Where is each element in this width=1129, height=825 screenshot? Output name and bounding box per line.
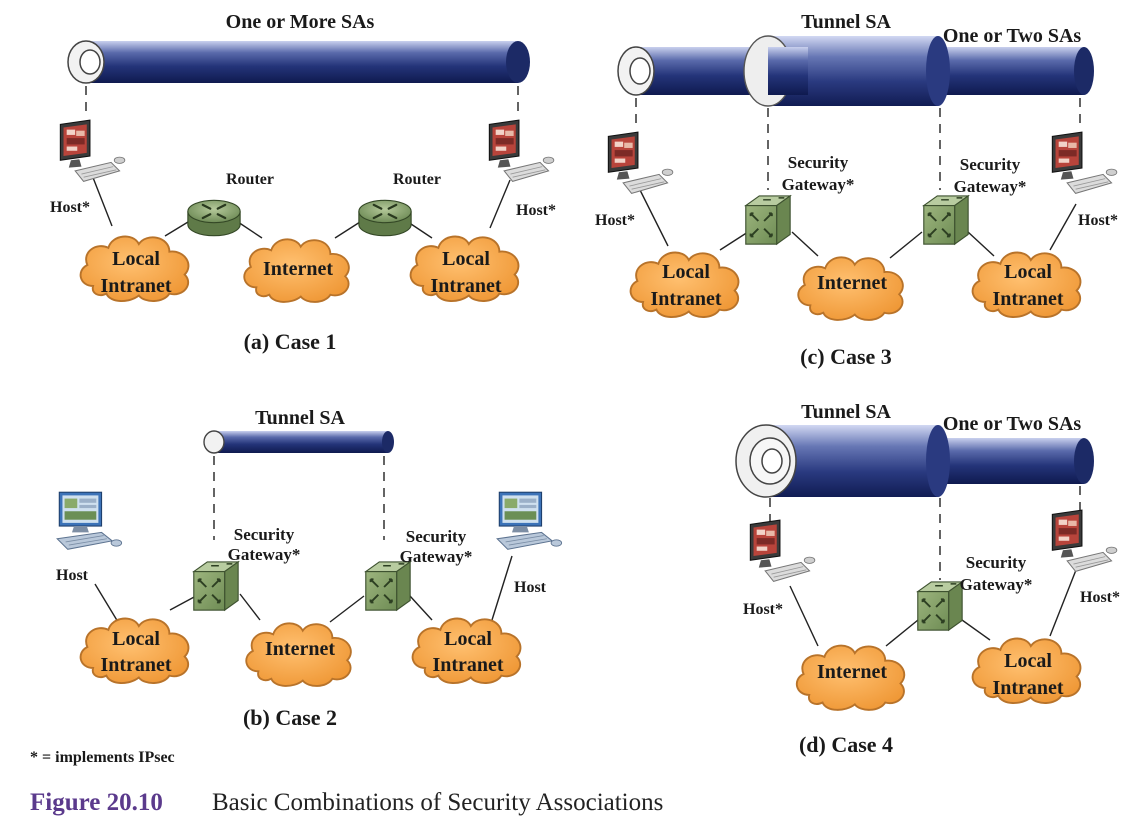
case3-link-gw-right-b bbox=[967, 231, 995, 257]
case1-host-left-label: Host* bbox=[50, 199, 90, 216]
case2-gateway-right-icon bbox=[364, 560, 412, 612]
case1-sa-label: One or More SAs bbox=[226, 11, 375, 33]
case4-caption: (d) Case 4 bbox=[799, 732, 893, 757]
case2-host-right-label: Host bbox=[514, 579, 547, 596]
case4-gateway-line1: Security bbox=[966, 553, 1027, 572]
case3-cloud-left-line2: Intranet bbox=[650, 288, 721, 310]
case4-link-host-right bbox=[1049, 569, 1077, 637]
case1-router-left-icon bbox=[186, 199, 242, 237]
case1-link-host-right bbox=[489, 179, 511, 229]
case2-host-right-icon bbox=[496, 491, 563, 550]
case1-cloud-left-line2: Intranet bbox=[100, 275, 171, 297]
case1-host-right-label: Host* bbox=[516, 202, 556, 219]
case1-caption: (a) Case 1 bbox=[244, 329, 337, 354]
case3-host-right-icon bbox=[1051, 131, 1118, 194]
case2-cloud-left-line2: Intranet bbox=[100, 654, 171, 676]
case3-gateway-left-icon bbox=[744, 194, 792, 246]
footnote: * = implements IPsec bbox=[30, 749, 175, 766]
case4-gateway-line2: Gateway* bbox=[960, 575, 1033, 594]
case1-cloud-left-line1: Local bbox=[112, 248, 160, 270]
case3-host-left-label: Host* bbox=[595, 212, 635, 229]
case2-caption: (b) Case 2 bbox=[243, 705, 337, 730]
case1-link-router-right-b bbox=[407, 221, 433, 239]
case1-cloud-right-line1: Local bbox=[442, 248, 490, 270]
case4-link-gw-b bbox=[961, 619, 991, 641]
case1-router-left-label: Router bbox=[226, 171, 274, 188]
case1-router-right-icon bbox=[357, 199, 413, 237]
case3-group: Tunnel SA One or Two SAs Host* Host* Sec… bbox=[595, 11, 1118, 369]
case2-link-host-right bbox=[491, 555, 513, 621]
case4-sa-inner-label: One or Two SAs bbox=[943, 413, 1082, 435]
case1-cloud-mid-line1: Internet bbox=[263, 258, 333, 280]
case3-gateway-left-line2: Gateway* bbox=[782, 175, 855, 194]
case4-host-right-label: Host* bbox=[1080, 589, 1120, 606]
case3-link-gw-left-a bbox=[719, 231, 749, 251]
case2-gateway-right-line2: Gateway* bbox=[400, 547, 473, 566]
case1-link-router-right-a bbox=[334, 221, 361, 239]
case4-host-right-icon bbox=[1051, 509, 1118, 572]
case2-gateway-left-line1: Security bbox=[234, 525, 295, 544]
case3-gateway-right-line2: Gateway* bbox=[954, 177, 1027, 196]
case4-group: Tunnel SA One or Two SAs Host* Host* Sec… bbox=[735, 401, 1120, 757]
case2-group: Tunnel SA Host Host Security Gateway* Se… bbox=[56, 407, 563, 730]
case4-cloud-left-line1: Internet bbox=[817, 661, 887, 683]
case4-cloud-right-line2: Intranet bbox=[992, 677, 1063, 699]
case3-link-gw-right-a bbox=[889, 231, 923, 259]
case3-gateway-right-icon bbox=[922, 194, 970, 246]
case3-cloud-right-line1: Local bbox=[1004, 261, 1052, 283]
case4-gateway-icon bbox=[916, 580, 964, 632]
case2-sa-label: Tunnel SA bbox=[255, 407, 345, 429]
figure-title: Basic Combinations of Security Associati… bbox=[212, 789, 663, 816]
case2-cloud-right-line1: Local bbox=[444, 628, 492, 650]
case3-link-gw-left-b bbox=[791, 231, 819, 257]
case2-sa-tube bbox=[203, 430, 394, 454]
case1-link-router-left-b bbox=[237, 221, 263, 239]
case1-group: One or More SAs Host* Host* Router Route… bbox=[50, 11, 556, 354]
case3-host-left-icon bbox=[607, 131, 674, 194]
case4-host-left-icon bbox=[749, 519, 816, 582]
case2-gateway-left-icon bbox=[192, 560, 240, 612]
case2-link-gw-left-a bbox=[169, 595, 197, 611]
case3-link-host-left bbox=[639, 189, 669, 247]
case3-host-right-label: Host* bbox=[1078, 212, 1118, 229]
case4-sa-tubes bbox=[735, 424, 1094, 498]
case3-sa-tunnel-label: Tunnel SA bbox=[801, 11, 891, 33]
case2-cloud-mid-line1: Internet bbox=[265, 638, 335, 660]
case1-host-right-icon bbox=[488, 119, 555, 182]
case4-host-left-label: Host* bbox=[743, 601, 783, 618]
case3-cloud-left-line1: Local bbox=[662, 261, 710, 283]
case2-link-gw-right-b bbox=[409, 595, 433, 621]
case1-link-host-left bbox=[91, 174, 113, 227]
case4-cloud-right-line1: Local bbox=[1004, 650, 1052, 672]
case3-cloud-right-line2: Intranet bbox=[992, 288, 1063, 310]
case2-cloud-left-line1: Local bbox=[112, 628, 160, 650]
case1-cloud-right-line2: Intranet bbox=[430, 275, 501, 297]
case1-link-router-left-a bbox=[164, 221, 189, 237]
case3-sa-inner-label: One or Two SAs bbox=[943, 25, 1082, 47]
case3-link-host-right bbox=[1049, 203, 1077, 251]
case4-link-host-left bbox=[789, 585, 819, 647]
case3-gateway-right-line1: Security bbox=[960, 155, 1021, 174]
case4-sa-tunnel-label: Tunnel SA bbox=[801, 401, 891, 423]
case3-gateway-left-line1: Security bbox=[788, 153, 849, 172]
case2-link-gw-left-b bbox=[239, 593, 261, 621]
case4-link-gw-a bbox=[885, 619, 919, 647]
case2-host-left-label: Host bbox=[56, 567, 89, 584]
case2-gateway-left-line2: Gateway* bbox=[228, 545, 301, 564]
case2-link-host-left bbox=[94, 583, 119, 623]
case3-cloud-mid-line1: Internet bbox=[817, 272, 887, 294]
case3-caption: (c) Case 3 bbox=[800, 344, 892, 369]
figure-number: Figure 20.10 bbox=[30, 789, 163, 816]
case1-router-right-label: Router bbox=[393, 171, 441, 188]
case2-host-left-icon bbox=[56, 491, 123, 550]
case3-sa-tubes bbox=[617, 35, 1094, 107]
case1-sa-tube bbox=[67, 40, 530, 84]
case2-cloud-right-line2: Intranet bbox=[432, 654, 503, 676]
case2-link-gw-right-a bbox=[329, 595, 365, 623]
case2-gateway-right-line1: Security bbox=[406, 527, 467, 546]
case1-host-left-icon bbox=[59, 119, 126, 182]
